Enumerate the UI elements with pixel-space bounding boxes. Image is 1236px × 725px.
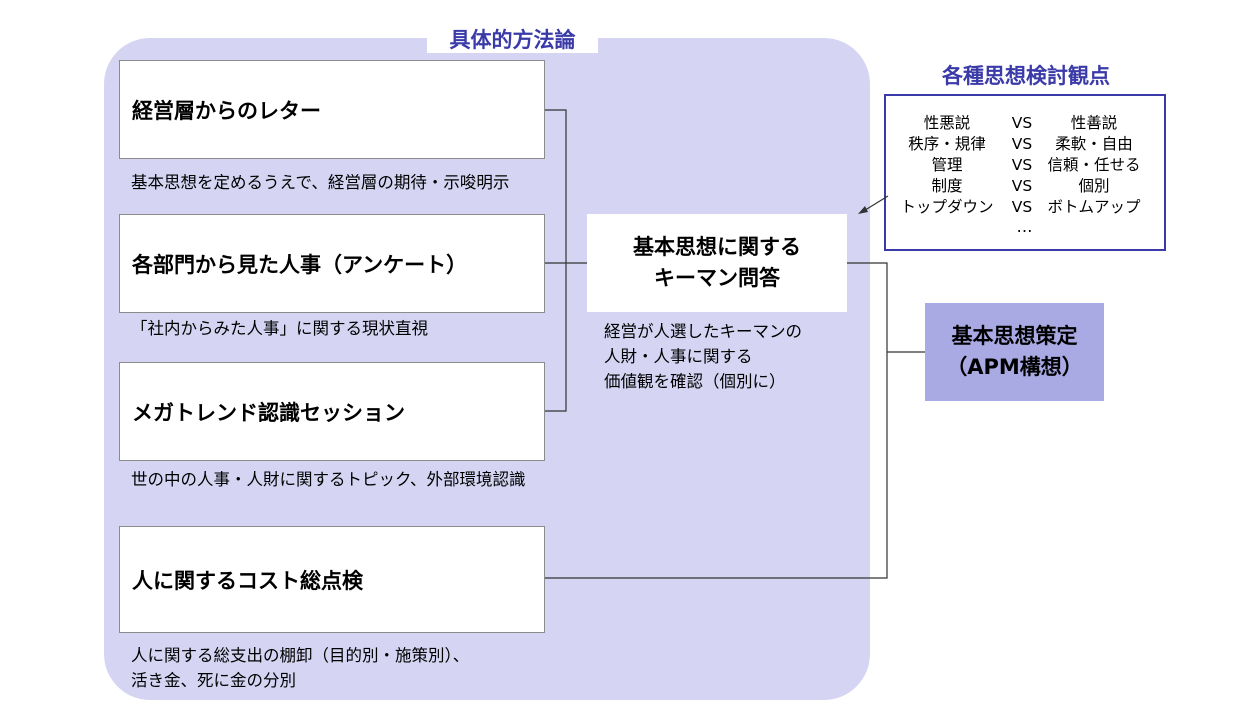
perspective-left: トップダウン [900,198,994,216]
perspective-row: トップダウン VS ボトムアップ [886,197,1164,218]
perspective-right: ボトムアップ [1047,198,1141,216]
perspective-vs: VS [1011,114,1033,132]
arrowhead-icon [858,206,868,214]
perspective-left: 管理 [931,156,963,174]
result-title-line: 基本思想策定 [951,324,1078,348]
method-desc: 基本思想を定めるうえで、経営層の期待・示唆明示 [131,173,510,192]
perspective-vs: VS [1011,198,1033,216]
perspective-row: 秩序・規律 VS 柔軟・自由 [886,134,1164,155]
method-desc: 「社内からみた人事」に関する現状直視 [131,319,428,338]
result-box: 基本思想策定 （APM構想） [925,303,1104,401]
perspectives-title: 各種思想検討観点 [942,64,1110,88]
keyman-desc-line: 人財・人事に関する [604,347,753,366]
method-title: 人に関するコスト総点検 [132,568,363,593]
perspective-vs: VS [1011,156,1033,174]
method-desc: 世の中の人事・人財に関するトピック、外部環境認識 [131,470,526,489]
result-title-line: （APM構想） [946,355,1083,379]
method-title: メガトレンド認識セッション [132,400,405,425]
connector-keyman-cost [545,262,888,579]
perspective-row: 制度 VS 個別 [886,176,1164,197]
perspective-right: 個別 [1078,177,1110,195]
perspective-left: 性悪説 [923,114,971,132]
connector-methods-bracket [545,109,567,412]
keyman-title-line: 基本思想に関する [633,235,801,259]
method-title: 経営層からのレター [132,98,321,123]
method-box-cost-review: 人に関するコスト総点検 [119,526,545,633]
perspective-left: 制度 [931,177,963,195]
keyman-dialogue-box: 基本思想に関する キーマン問答 [587,214,847,312]
perspectives-box: 性悪説 VS 性善説 秩序・規律 VS 柔軟・自由 管理 VS 信頼・任せる 制… [884,94,1166,251]
perspective-vs: VS [1011,135,1033,153]
perspective-right: 柔軟・自由 [1055,135,1133,153]
method-desc: 活き金、死に金の分別 [131,671,296,690]
method-box-department-survey: 各部門から見た人事（アンケート） [119,214,545,313]
perspective-more: … [1016,217,1034,236]
perspective-right: 信頼・任せる [1047,156,1141,174]
perspective-row: 性悪説 VS 性善説 [886,113,1164,134]
method-box-executive-letter: 経営層からのレター [119,60,545,159]
panel-title: 具体的方法論 [427,27,598,53]
keyman-desc: 経営が人選したキーマンの 人財・人事に関する 価値観を確認（個別に） [604,319,802,394]
perspective-right: 性善説 [1070,114,1118,132]
method-desc: 人に関する総支出の棚卸（目的別・施策別）、 [131,646,470,665]
perspective-vs: VS [1011,177,1033,195]
method-title: 各部門から見た人事（アンケート） [132,252,468,277]
method-box-megatrend-session: メガトレンド認識セッション [119,362,545,461]
perspective-row: 管理 VS 信頼・任せる [886,155,1164,176]
keyman-title-line: キーマン問答 [654,266,780,290]
keyman-desc-line: 価値観を確認（個別に） [604,372,786,391]
perspective-left: 秩序・規律 [908,135,986,153]
keyman-desc-line: 経営が人選したキーマンの [604,322,802,341]
